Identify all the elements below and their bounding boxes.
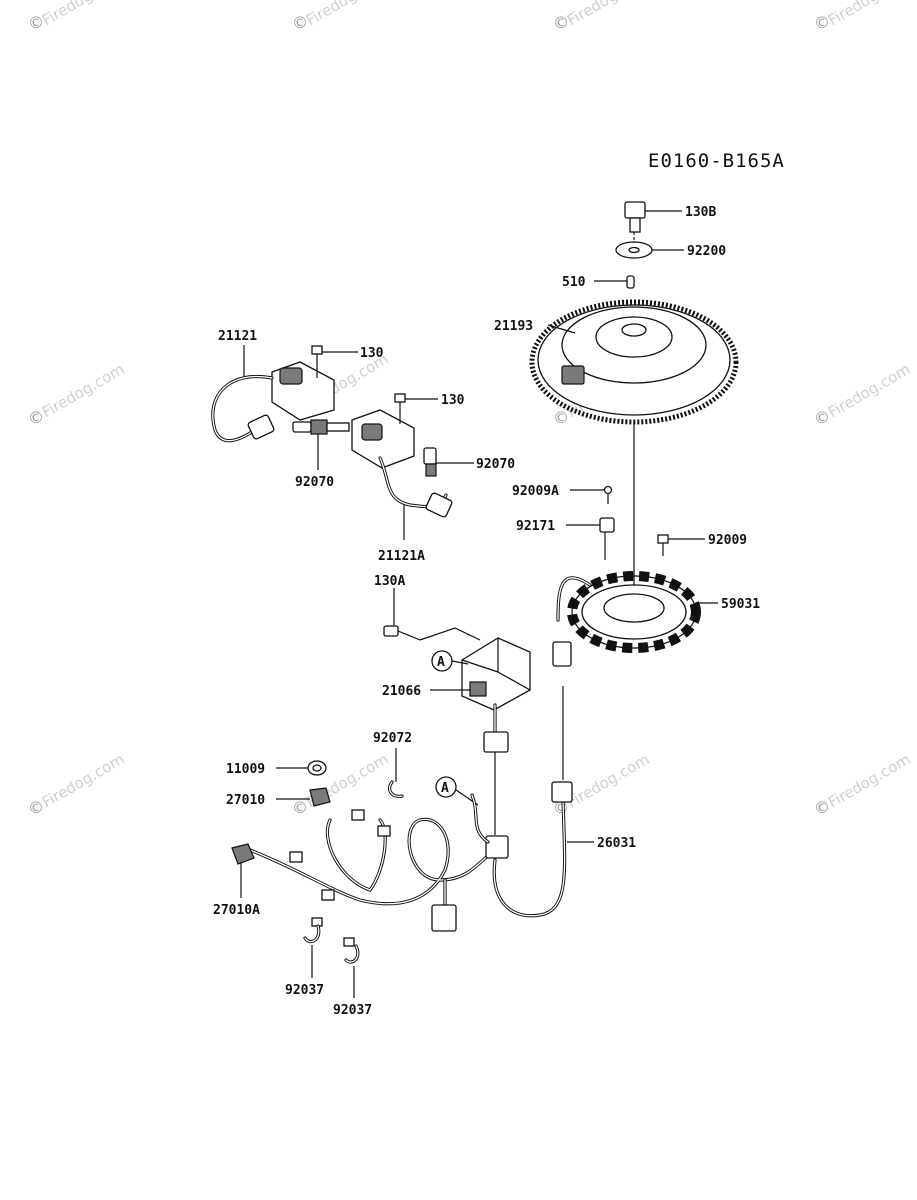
- wire-harness-26031: [248, 781, 594, 932]
- callout-a-letter: A: [437, 655, 445, 670]
- washer-11009: [276, 760, 327, 776]
- spark-plug-92070-left: [292, 419, 350, 470]
- bolt-92009A: [570, 485, 613, 504]
- label-27010: 27010: [226, 793, 265, 808]
- label-92009: 92009: [708, 533, 747, 548]
- label-92072: 92072: [373, 731, 412, 746]
- bolt-92009: [657, 534, 705, 556]
- stator-59031: [552, 571, 718, 667]
- bolt-130A: [383, 588, 481, 641]
- label-11009: 11009: [226, 762, 265, 777]
- label-27010A: 27010A: [213, 903, 260, 918]
- label-92070-left: 92070: [295, 475, 334, 490]
- clip-92037-right: [343, 937, 360, 998]
- watermark-text: Firedog.com: [303, 0, 391, 29]
- callout-a-bottom: A: [435, 776, 479, 806]
- watermark-text: Firedog.com: [564, 0, 652, 29]
- watermark-text: Firedog.com: [825, 750, 913, 811]
- label-92009A: 92009A: [512, 484, 559, 499]
- key-510: [594, 275, 635, 289]
- label-130B: 130B: [685, 205, 716, 220]
- label-130-mid: 130: [441, 393, 465, 408]
- svg-text:©: ©: [814, 408, 830, 427]
- label-92037-left: 92037: [285, 983, 324, 998]
- svg-text:©: ©: [28, 408, 44, 427]
- svg-text:©: ©: [292, 798, 308, 817]
- label-21066: 21066: [382, 684, 421, 699]
- bolt-130-top: [311, 345, 358, 378]
- spark-plug-92070-right: [423, 447, 474, 477]
- part-labels: 130B 92200 510 21193 21121 130 130 92070…: [213, 205, 760, 1018]
- svg-text:©: ©: [814, 798, 830, 817]
- ignition-coil-21121: [211, 345, 335, 443]
- label-26031: 26031: [597, 836, 636, 851]
- svg-text:©: ©: [553, 13, 569, 32]
- label-92200: 92200: [687, 244, 726, 259]
- label-59031: 59031: [721, 597, 760, 612]
- label-130-top: 130: [360, 346, 384, 361]
- switch-27010A: [231, 843, 255, 898]
- label-21121A: 21121A: [378, 549, 425, 564]
- bolt-130-mid: [394, 393, 438, 424]
- label-510: 510: [562, 275, 586, 290]
- clip-92072: [388, 748, 404, 798]
- svg-text:©: ©: [28, 798, 44, 817]
- callout-a-letter: A: [441, 781, 449, 796]
- diagram-code: E0160-B165A: [648, 150, 785, 172]
- svg-text:©: ©: [814, 13, 830, 32]
- switch-27010: [276, 787, 331, 807]
- watermark-text: Firedog.com: [825, 360, 913, 421]
- clip-92037-left: [303, 917, 323, 978]
- label-130A: 130A: [374, 574, 405, 589]
- watermark-text: Firedog.com: [39, 0, 127, 29]
- svg-text:©: ©: [553, 798, 569, 817]
- svg-text:©: ©: [28, 13, 44, 32]
- clamp-92171: [566, 517, 615, 560]
- flywheel-21193: [529, 299, 739, 425]
- bolt-130B: [624, 201, 682, 233]
- label-92171: 92171: [516, 519, 555, 534]
- label-92070-right: 92070: [476, 457, 515, 472]
- watermark-text: Firedog.com: [39, 750, 127, 811]
- label-21193: 21193: [494, 319, 533, 334]
- regulator-21066: [430, 637, 531, 753]
- svg-text:©: ©: [553, 408, 569, 427]
- label-92037-right: 92037: [333, 1003, 372, 1018]
- watermark-text: Firedog.com: [825, 0, 913, 29]
- watermark-text: Firedog.com: [564, 750, 652, 811]
- ignition-coil-21121A: [351, 409, 453, 540]
- label-21121: 21121: [218, 329, 257, 344]
- watermark-text: Firedog.com: [39, 360, 127, 421]
- svg-text:©: ©: [292, 13, 308, 32]
- callout-a-top: A: [431, 650, 469, 672]
- washer-92200: [615, 241, 684, 259]
